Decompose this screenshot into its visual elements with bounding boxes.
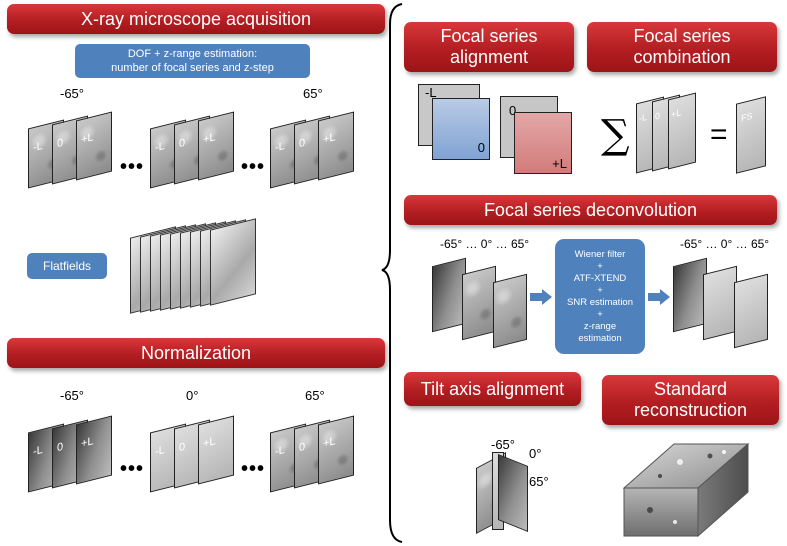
focal-label: -L bbox=[155, 443, 165, 459]
deconv-input-image bbox=[493, 273, 527, 349]
focal-label: -L bbox=[155, 139, 165, 155]
combination-title: Focal series combination bbox=[633, 26, 731, 67]
deconv-range-output: -65° … 0° … 65° bbox=[680, 237, 770, 251]
focal-label: +L bbox=[203, 435, 216, 451]
alignment-title: Focal series alignment bbox=[440, 26, 538, 67]
focal-image: +L bbox=[318, 111, 354, 181]
focal-label: +L bbox=[671, 107, 682, 120]
focal-label: +L bbox=[81, 435, 94, 451]
focal-label: +L bbox=[81, 131, 94, 147]
method-line: estimation bbox=[578, 332, 622, 344]
norm-angle-0: 0° bbox=[186, 388, 199, 403]
dof-estimation-box: DOF + z-range estimation: number of foca… bbox=[75, 44, 310, 78]
norm-angle-65: 65° bbox=[305, 388, 325, 403]
align-frame-blue: 0 bbox=[432, 98, 490, 160]
flatfields-label: Flatfields bbox=[42, 259, 92, 273]
normalization-title: Normalization bbox=[140, 342, 252, 363]
tilt-angle-neg65: -65° bbox=[491, 437, 515, 452]
tilt-alignment-banner: Tilt axis alignment bbox=[404, 372, 581, 406]
align-label: -L bbox=[425, 85, 437, 100]
flatfield-image bbox=[210, 218, 256, 306]
arrow-right-icon bbox=[530, 289, 552, 305]
focal-label: -L bbox=[275, 139, 285, 155]
align-label: +L bbox=[552, 156, 567, 171]
acquisition-title: X-ray microscope acquisition bbox=[80, 8, 312, 29]
normalized-image: +L bbox=[318, 415, 354, 485]
tilt-angle-65: 65° bbox=[529, 474, 549, 489]
focal-label: 0 bbox=[299, 440, 306, 455]
normalization-banner: Normalization bbox=[7, 338, 385, 368]
flatfields-box: Flatfields bbox=[27, 253, 107, 279]
ellipsis: ••• bbox=[241, 458, 266, 480]
method-line: ATF-XTEND bbox=[573, 272, 627, 284]
focal-label: 0 bbox=[57, 136, 64, 151]
reconstruction-title: Standard reconstruction bbox=[633, 379, 748, 420]
focal-label: +L bbox=[203, 131, 216, 147]
align-label: 0 bbox=[509, 103, 517, 118]
combination-banner: Focal series combination bbox=[587, 22, 777, 72]
focal-image: +L bbox=[198, 111, 234, 181]
angle-neg65-label: -65° bbox=[60, 86, 84, 101]
method-line: + bbox=[597, 308, 603, 320]
focal-label: -L bbox=[33, 139, 43, 155]
deconvolution-method-box: Wiener filter + ATF-XTEND + SNR estimati… bbox=[555, 239, 645, 354]
ellipsis: ••• bbox=[241, 156, 266, 178]
alignment-banner: Focal series alignment bbox=[404, 22, 574, 72]
method-line: z-range bbox=[583, 320, 617, 332]
deconv-range-input: -65° … 0° … 65° bbox=[440, 237, 530, 251]
focal-label: 0 bbox=[299, 136, 306, 151]
tilt-alignment-title: Tilt axis alignment bbox=[420, 378, 565, 399]
tilt-image bbox=[498, 453, 528, 533]
focal-label: 0 bbox=[179, 136, 186, 151]
focal-label: -L bbox=[33, 443, 43, 459]
reconstruction-volume bbox=[622, 442, 750, 538]
deconv-output-image bbox=[673, 257, 707, 333]
focal-label: +L bbox=[323, 435, 336, 451]
focal-label: -L bbox=[275, 443, 285, 459]
acquisition-banner: X-ray microscope acquisition bbox=[7, 4, 385, 34]
ellipsis: ••• bbox=[120, 156, 145, 178]
norm-angle-neg65: -65° bbox=[60, 388, 84, 403]
equals-symbol: = bbox=[710, 118, 728, 151]
focal-label: 0 bbox=[179, 440, 186, 455]
deconv-input-image bbox=[462, 265, 496, 341]
deconv-input-image bbox=[432, 257, 466, 333]
method-line: Wiener filter bbox=[574, 248, 626, 260]
method-line: + bbox=[597, 260, 603, 272]
tilt-angle-0: 0° bbox=[529, 446, 542, 461]
method-line: + bbox=[597, 284, 603, 296]
focal-label: 0 bbox=[655, 110, 661, 122]
section-brace bbox=[381, 3, 403, 543]
sum-symbol: ∑ bbox=[601, 112, 630, 158]
combo-image: +L bbox=[668, 92, 696, 170]
arrow-right-icon bbox=[648, 289, 670, 305]
normalized-image: +L bbox=[198, 415, 234, 485]
fs-label: FS bbox=[741, 110, 753, 124]
method-line: SNR estimation bbox=[567, 296, 633, 308]
focal-label: -L bbox=[639, 111, 648, 124]
reconstruction-banner: Standard reconstruction bbox=[602, 375, 779, 425]
fs-image: FS bbox=[736, 96, 766, 174]
focal-image: +L bbox=[76, 111, 112, 181]
ellipsis: ••• bbox=[120, 458, 145, 480]
focal-label: 0 bbox=[57, 440, 64, 455]
deconv-output-image bbox=[734, 273, 768, 349]
align-frame-red: +L bbox=[514, 112, 572, 174]
deconvolution-title: Focal series deconvolution bbox=[483, 199, 698, 220]
focal-label: +L bbox=[323, 131, 336, 147]
deconvolution-banner: Focal series deconvolution bbox=[404, 195, 777, 225]
deconv-output-image bbox=[703, 265, 737, 341]
normalized-image: +L bbox=[76, 415, 112, 485]
angle-65-label: 65° bbox=[303, 86, 323, 101]
align-label: 0 bbox=[477, 140, 485, 155]
dof-estimation-text: DOF + z-range estimation: number of foca… bbox=[111, 48, 274, 74]
